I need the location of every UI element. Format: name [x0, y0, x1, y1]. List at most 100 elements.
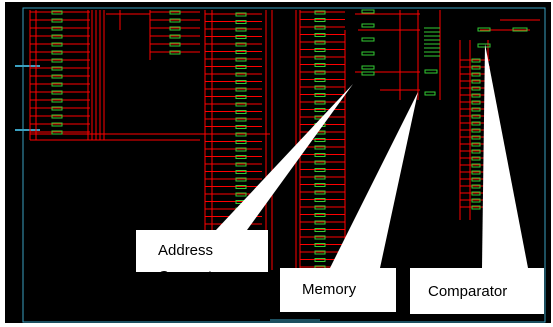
memory-pointer — [330, 92, 418, 268]
logic-cell — [471, 65, 481, 70]
logic-cell — [235, 57, 247, 62]
logic-cell — [235, 140, 247, 144]
logic-cell — [51, 98, 63, 103]
logic-cell — [361, 51, 375, 56]
logic-cell — [235, 72, 247, 77]
logic-cell — [314, 85, 326, 90]
logic-cell — [235, 147, 247, 152]
callout-pointers — [216, 44, 528, 268]
comparator-callout: Comparator — [410, 268, 544, 314]
logic-cell — [235, 117, 247, 122]
logic-cell — [314, 108, 326, 112]
logic-cell — [235, 177, 247, 182]
logic-cell — [314, 33, 326, 37]
logic-cell — [314, 138, 326, 142]
logic-cell — [314, 235, 326, 240]
logic-cell — [314, 250, 326, 255]
logic-cell — [314, 70, 326, 75]
logic-cell — [51, 74, 63, 79]
address-generator-callout: Address Generator — [136, 230, 268, 285]
address-generator-label-line1: Address — [158, 242, 214, 259]
logic-cell — [471, 170, 481, 175]
logic-cell — [235, 125, 247, 129]
logic-cell — [51, 130, 63, 135]
logic-cell — [361, 65, 375, 70]
logic-cell — [471, 114, 481, 119]
logic-cell — [361, 23, 375, 28]
logic-cell — [512, 27, 528, 32]
memory-callout: Memory — [280, 268, 396, 312]
logic-cell — [314, 93, 326, 97]
logic-cell — [51, 58, 63, 63]
logic-cell — [169, 10, 181, 15]
logic-cell — [51, 34, 63, 39]
logic-cell — [51, 18, 63, 23]
logic-cell — [471, 191, 481, 196]
logic-cell — [235, 65, 247, 69]
logic-cell — [169, 50, 181, 55]
logic-cell — [424, 69, 438, 74]
logic-cell — [235, 192, 247, 197]
logic-cell — [477, 27, 491, 32]
logic-cell — [169, 26, 181, 31]
logic-cell — [314, 55, 326, 60]
logic-cell — [169, 34, 181, 39]
address-generator-label-line2: Generator — [158, 268, 226, 285]
logic-cell — [235, 170, 247, 174]
logic-cell — [235, 102, 247, 107]
logic-cell — [169, 18, 181, 23]
logic-cell — [235, 27, 247, 32]
logic-cell — [477, 43, 491, 48]
logic-cell — [51, 122, 63, 127]
logic-cell — [235, 50, 247, 54]
logic-cell — [314, 198, 326, 202]
logic-cell — [361, 37, 375, 42]
logic-cell — [235, 87, 247, 92]
logic-cell — [51, 66, 63, 71]
logic-cell — [51, 114, 63, 119]
logic-cell — [235, 35, 247, 39]
logic-cell — [314, 228, 326, 232]
logic-cell — [235, 155, 247, 159]
logic-cell — [471, 72, 481, 77]
logic-cell — [51, 42, 63, 47]
logic-cell — [235, 20, 247, 24]
logic-cell — [51, 82, 63, 87]
logic-cell — [314, 145, 326, 150]
logic-cell — [314, 190, 326, 195]
comparator-pointer — [482, 44, 528, 268]
logic-cell — [314, 18, 326, 22]
logic-cell — [471, 142, 481, 147]
logic-cell — [471, 100, 481, 105]
logic-cell — [471, 177, 481, 182]
logic-cell — [51, 90, 63, 95]
logic-cell — [51, 50, 63, 55]
logic-cell — [471, 184, 481, 189]
logic-cell — [361, 71, 375, 76]
logic-cell — [51, 10, 63, 15]
logic-cell — [235, 132, 247, 137]
logic-cell — [314, 100, 326, 105]
logic-cell — [314, 243, 326, 247]
logic-cell — [361, 9, 375, 14]
logic-cell — [314, 205, 326, 210]
logic-cell — [471, 205, 481, 210]
schematic-border — [22, 7, 546, 323]
logic-cell — [235, 95, 247, 99]
logic-cell — [314, 63, 326, 67]
logic-cell — [314, 213, 326, 217]
logic-cell — [314, 220, 326, 225]
logic-cell — [471, 135, 481, 140]
logic-cell — [51, 26, 63, 31]
logic-cell — [51, 106, 63, 111]
logic-cell — [235, 110, 247, 114]
logic-cell — [471, 121, 481, 126]
address-generator-pointer — [216, 84, 353, 230]
logic-cell — [471, 128, 481, 133]
logic-cell — [235, 80, 247, 84]
logic-cell — [314, 160, 326, 165]
logic-cell — [471, 198, 481, 203]
logic-cell — [471, 79, 481, 84]
